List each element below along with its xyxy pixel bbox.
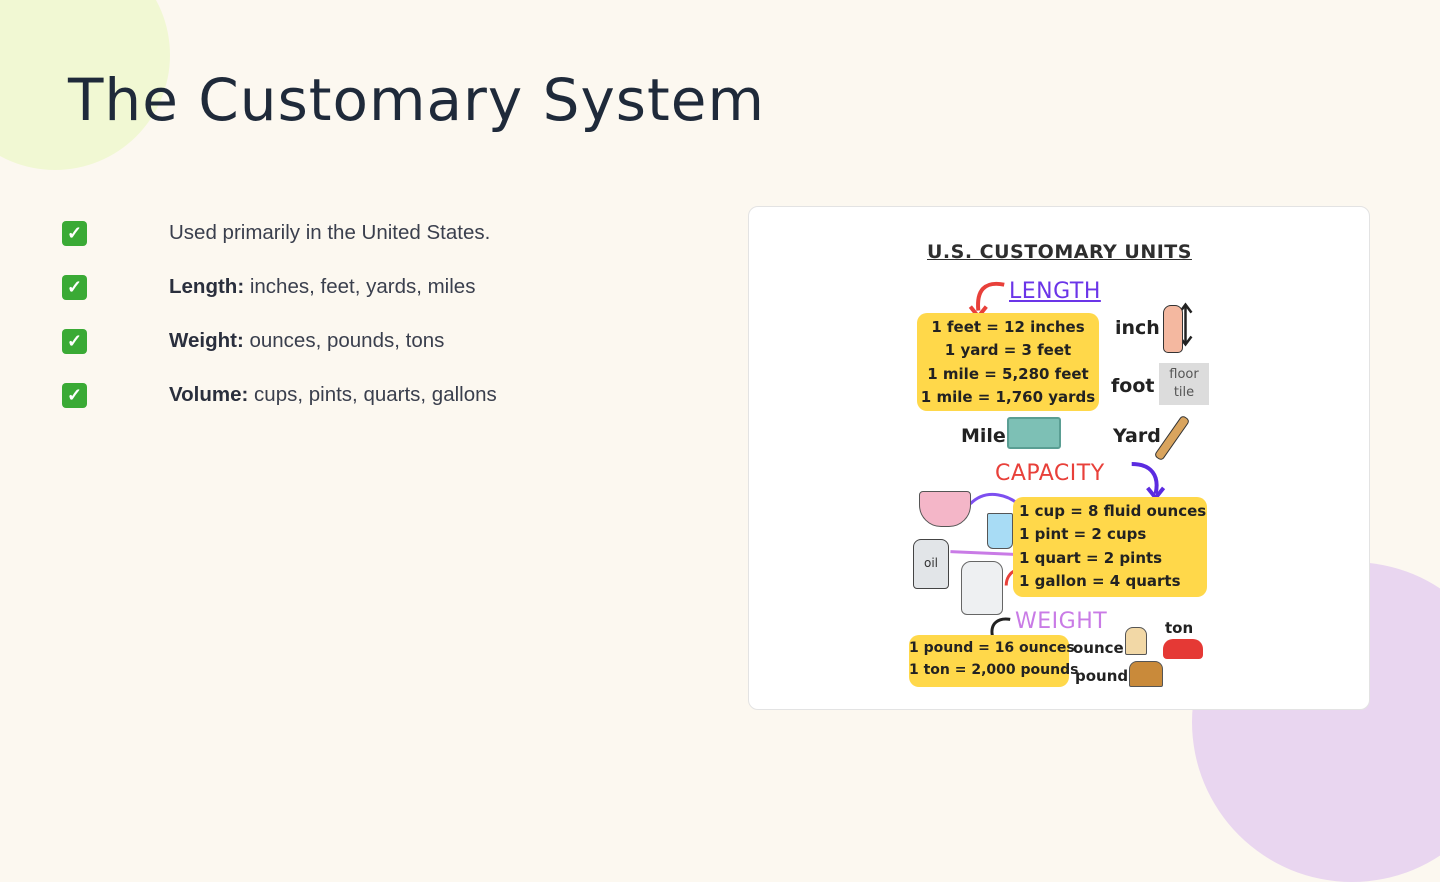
length-facts-box: 1 feet = 12 inches 1 yard = 3 feet 1 mil… (917, 313, 1099, 411)
length-fact: 1 yard = 3 feet (944, 341, 1072, 360)
ton-label: ton (1165, 619, 1194, 637)
bread-loaf-icon (1129, 661, 1163, 687)
yard-label: Yard (1113, 425, 1161, 447)
map-icon (1007, 417, 1061, 449)
bullet-item: ✓ Volume: cups, pints, quarts, gallons (62, 368, 497, 422)
bullet-body: cups, pints, quarts, gallons (248, 383, 497, 406)
pound-label: pound (1075, 667, 1129, 685)
length-fact: 1 mile = 5,280 feet (927, 364, 1089, 383)
foot-label: foot (1111, 375, 1155, 397)
floor-tile-icon: floor tile (1159, 363, 1209, 405)
weight-fact: 1 pound = 16 ounces (909, 640, 1075, 656)
glass-icon (987, 513, 1013, 549)
infographic-card: U.S. CUSTOMARY UNITS LENGTH 1 feet = 12 … (748, 206, 1370, 710)
check-mark-icon: ✓ (62, 328, 87, 354)
bullet-item: ✓ Weight: ounces, pounds, tons (62, 314, 497, 368)
check-mark-icon: ✓ (62, 220, 87, 246)
capacity-fact: 1 quart = 2 pints (1019, 548, 1163, 567)
mile-label: Mile (961, 425, 1006, 447)
oil-label: oil (923, 556, 938, 570)
bullet-text: Volume: cups, pints, quarts, gallons (169, 383, 497, 407)
infographic-title: U.S. CUSTOMARY UNITS (927, 241, 1192, 263)
bullet-text: Used primarily in the United States. (169, 221, 490, 245)
capacity-fact: 1 pint = 2 cups (1019, 525, 1147, 544)
capacity-facts-box: 1 cup = 8 fluid ounces 1 pint = 2 cups 1… (1013, 497, 1207, 597)
bullet-item: ✓ Length: inches, feet, yards, miles (62, 260, 497, 314)
weight-facts-box: 1 pound = 16 ounces 1 ton = 2,000 pounds (909, 635, 1079, 687)
customary-units-infographic: U.S. CUSTOMARY UNITS LENGTH 1 feet = 12 … (749, 207, 1369, 709)
bullet-body: ounces, pounds, tons (243, 329, 445, 352)
cup-icon (919, 491, 971, 527)
bullet-label: Volume: (169, 383, 249, 406)
ounce-label: ounce (1073, 639, 1124, 657)
weight-fact: 1 ton = 2,000 pounds (909, 662, 1079, 678)
check-mark-icon: ✓ (62, 382, 87, 408)
capacity-fact: 1 cup = 8 fluid ounces (1019, 502, 1207, 520)
inch-label: inch (1115, 317, 1160, 339)
weight-heading: WEIGHT (1015, 609, 1108, 634)
slide-title: The Customary System (68, 66, 765, 134)
bullet-label: Weight: (169, 329, 244, 352)
bullet-body: Used primarily in the United States. (169, 221, 491, 244)
gallon-jug-icon (961, 561, 1003, 615)
finger-icon (1163, 305, 1183, 353)
tile-label: tile (1173, 385, 1195, 400)
car-icon (1163, 639, 1203, 659)
bullet-body: inches, feet, yards, miles (244, 275, 476, 298)
length-heading: LENGTH (1009, 279, 1101, 304)
bullet-list: ✓ Used primarily in the United States. ✓… (62, 206, 497, 422)
bullet-text: Weight: ounces, pounds, tons (169, 329, 444, 353)
bullet-item: ✓ Used primarily in the United States. (62, 206, 497, 260)
capacity-heading: CAPACITY (995, 461, 1105, 486)
check-mark-icon: ✓ (62, 274, 87, 300)
bread-slice-icon (1125, 627, 1147, 655)
floor-label: floor (1169, 367, 1199, 382)
bullet-text: Length: inches, feet, yards, miles (169, 275, 475, 299)
length-fact: 1 feet = 12 inches (931, 318, 1085, 336)
length-fact: 1 mile = 1,760 yards (920, 387, 1096, 406)
oil-bottle-icon: oil (913, 539, 949, 589)
bullet-label: Length: (169, 275, 245, 298)
capacity-fact: 1 gallon = 4 quarts (1019, 571, 1181, 590)
